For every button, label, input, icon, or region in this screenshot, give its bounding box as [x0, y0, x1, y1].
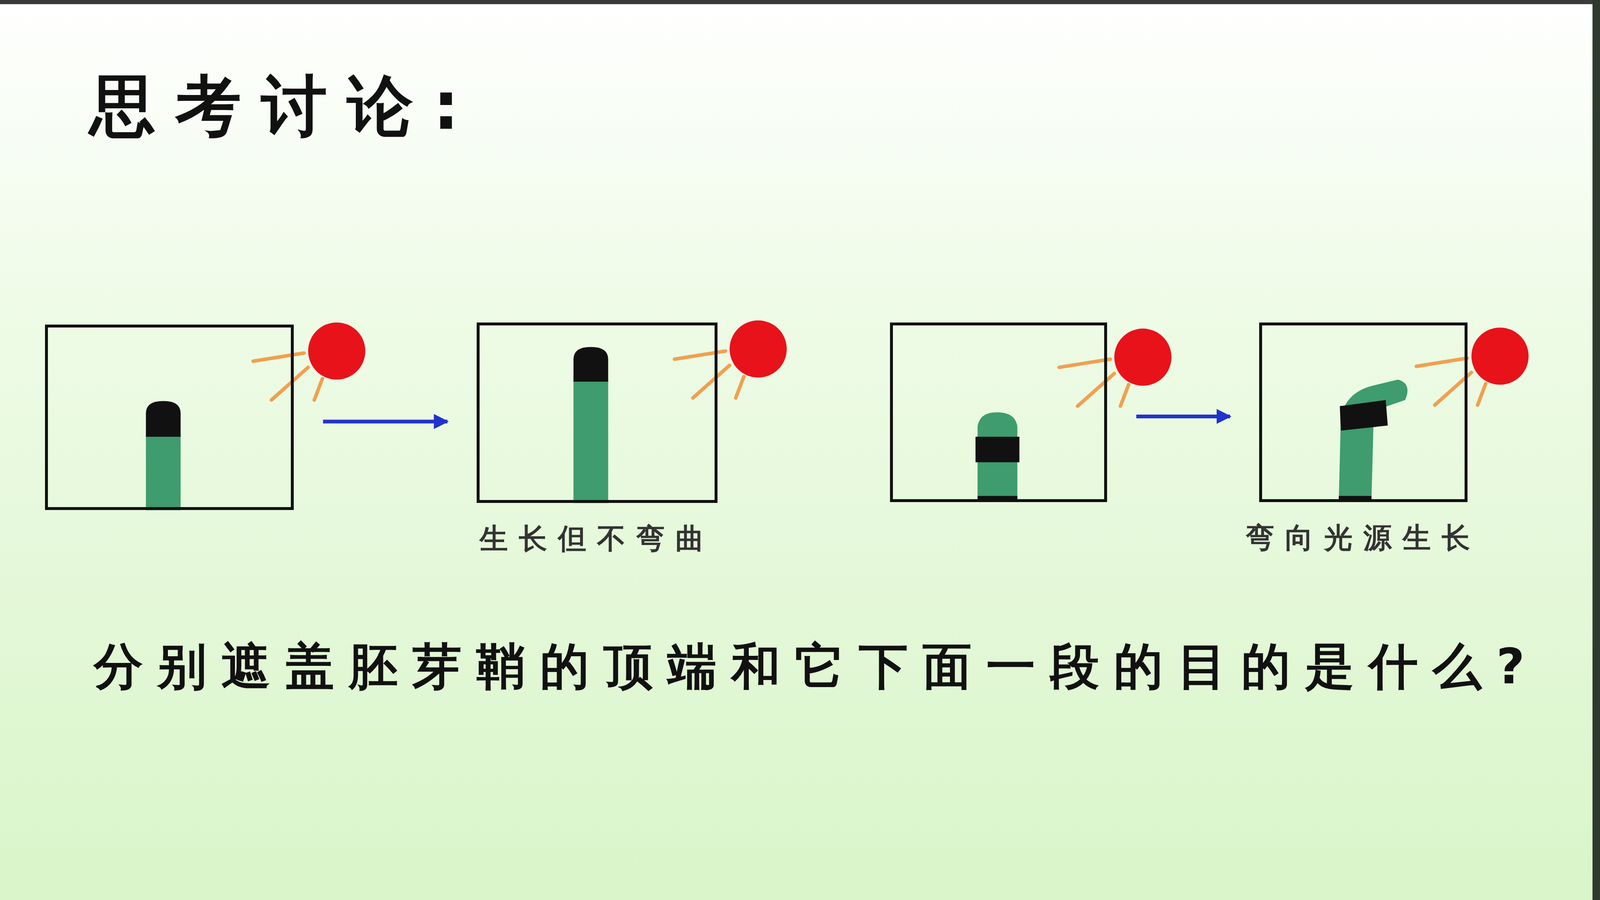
- process-arrow: [322, 419, 448, 424]
- band-cover: [1340, 400, 1388, 431]
- result-caption: 弯向光源生长: [1245, 519, 1481, 558]
- result-caption: 生长但不弯曲: [479, 520, 715, 558]
- side-bar: [1592, 0, 1600, 900]
- slide-title: 思考讨论:: [89, 62, 480, 152]
- light-source: [1059, 328, 1172, 407]
- band-cover: [975, 436, 1020, 463]
- experiment-panel: 弯向光源生长: [1259, 322, 1468, 503]
- coleoptile: [145, 433, 181, 511]
- experiment-panel: 生长但不弯曲: [476, 322, 718, 503]
- question-text: 分别遮盖胚芽鞘的顶端和它下面一段的目的是什么?: [93, 633, 1544, 700]
- light-source: [1416, 327, 1529, 405]
- light-source: [674, 320, 787, 398]
- tip-cover: [145, 400, 181, 437]
- coleoptile: [573, 379, 608, 503]
- experiment-panel: [890, 322, 1108, 503]
- tip-cover: [573, 347, 608, 382]
- light-source: [252, 322, 365, 400]
- experiment-panel: [45, 324, 295, 511]
- process-arrow: [1136, 414, 1230, 419]
- top-bar: [0, 0, 1600, 5]
- coleoptile: [1338, 379, 1408, 500]
